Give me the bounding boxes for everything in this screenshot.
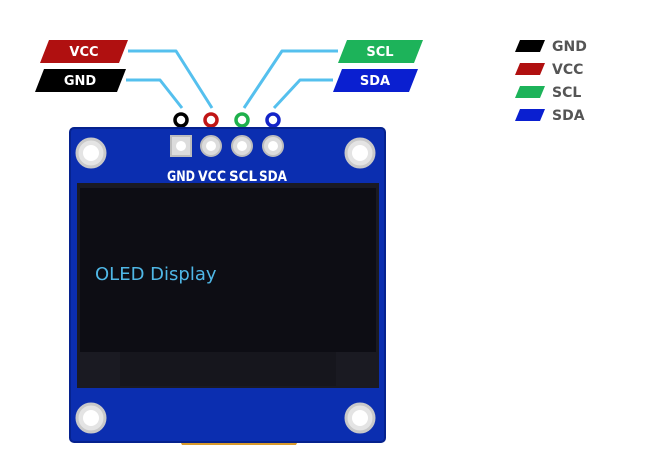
legend-swatch-vcc: [515, 63, 545, 75]
legend-label-vcc: VCC: [552, 62, 583, 78]
legend-item-sda: SDA: [515, 108, 585, 124]
wire-vcc: [128, 49, 214, 109]
pin-tags: VCC GND SCL SDA: [35, 40, 423, 92]
tag-sda-shape: [333, 69, 418, 92]
legend-label-scl: SCL: [552, 85, 581, 101]
tag-vcc: VCC: [40, 40, 128, 63]
tag-gnd-shape: [35, 69, 126, 92]
legend-swatch-scl: [515, 86, 545, 98]
display-label: OLED Display: [95, 264, 217, 285]
ring-vcc: [203, 112, 219, 128]
mount-hole-top-left-center: [83, 145, 99, 161]
tag-vcc-shape: [40, 40, 128, 63]
tag-gnd-label: GND: [64, 74, 97, 89]
screen-active-area: [80, 188, 376, 352]
oled-screen: OLED Display: [77, 183, 379, 388]
tag-sda: SDA: [333, 69, 418, 92]
legend: GND VCC SCL SDA: [515, 39, 587, 124]
wire-sda: [272, 78, 333, 110]
tag-scl-shape: [338, 40, 423, 63]
mount-hole-bottom-right-center: [352, 410, 368, 426]
screen-driver-strip: [120, 352, 336, 386]
tag-sda-label: SDA: [360, 74, 390, 89]
tag-gnd: GND: [35, 69, 126, 92]
header-pins: [170, 135, 284, 157]
board-label-scl: SCL: [229, 169, 257, 185]
legend-item-gnd: GND: [515, 39, 587, 55]
board-label-vcc: VCC: [198, 169, 226, 185]
tag-scl-label: SCL: [366, 45, 393, 60]
ring-gnd: [173, 112, 189, 128]
tag-vcc-label: VCC: [69, 45, 98, 60]
mounting-holes: [75, 137, 376, 434]
legend-swatch-gnd: [515, 40, 545, 52]
legend-item-vcc: VCC: [515, 62, 583, 78]
mount-hole-bottom-left-center: [83, 410, 99, 426]
mount-hole-top-right-center: [352, 145, 368, 161]
ring-scl: [234, 112, 250, 128]
legend-item-scl: SCL: [515, 85, 581, 101]
legend-swatch-sda: [515, 109, 545, 121]
wire-gnd: [126, 78, 184, 109]
oled-board: GND VCC SCL SDA OLED Display: [69, 127, 386, 443]
legend-label-sda: SDA: [552, 108, 585, 124]
tag-scl: SCL: [338, 40, 423, 63]
board-pin-labels: GND VCC SCL SDA: [167, 169, 287, 185]
ring-sda: [265, 112, 281, 128]
legend-label-gnd: GND: [552, 39, 587, 55]
pin-rings: [173, 112, 281, 128]
board-label-sda: SDA: [259, 169, 287, 185]
board-label-gnd: GND: [167, 169, 195, 185]
wires: [126, 49, 338, 110]
wire-scl: [242, 49, 338, 109]
